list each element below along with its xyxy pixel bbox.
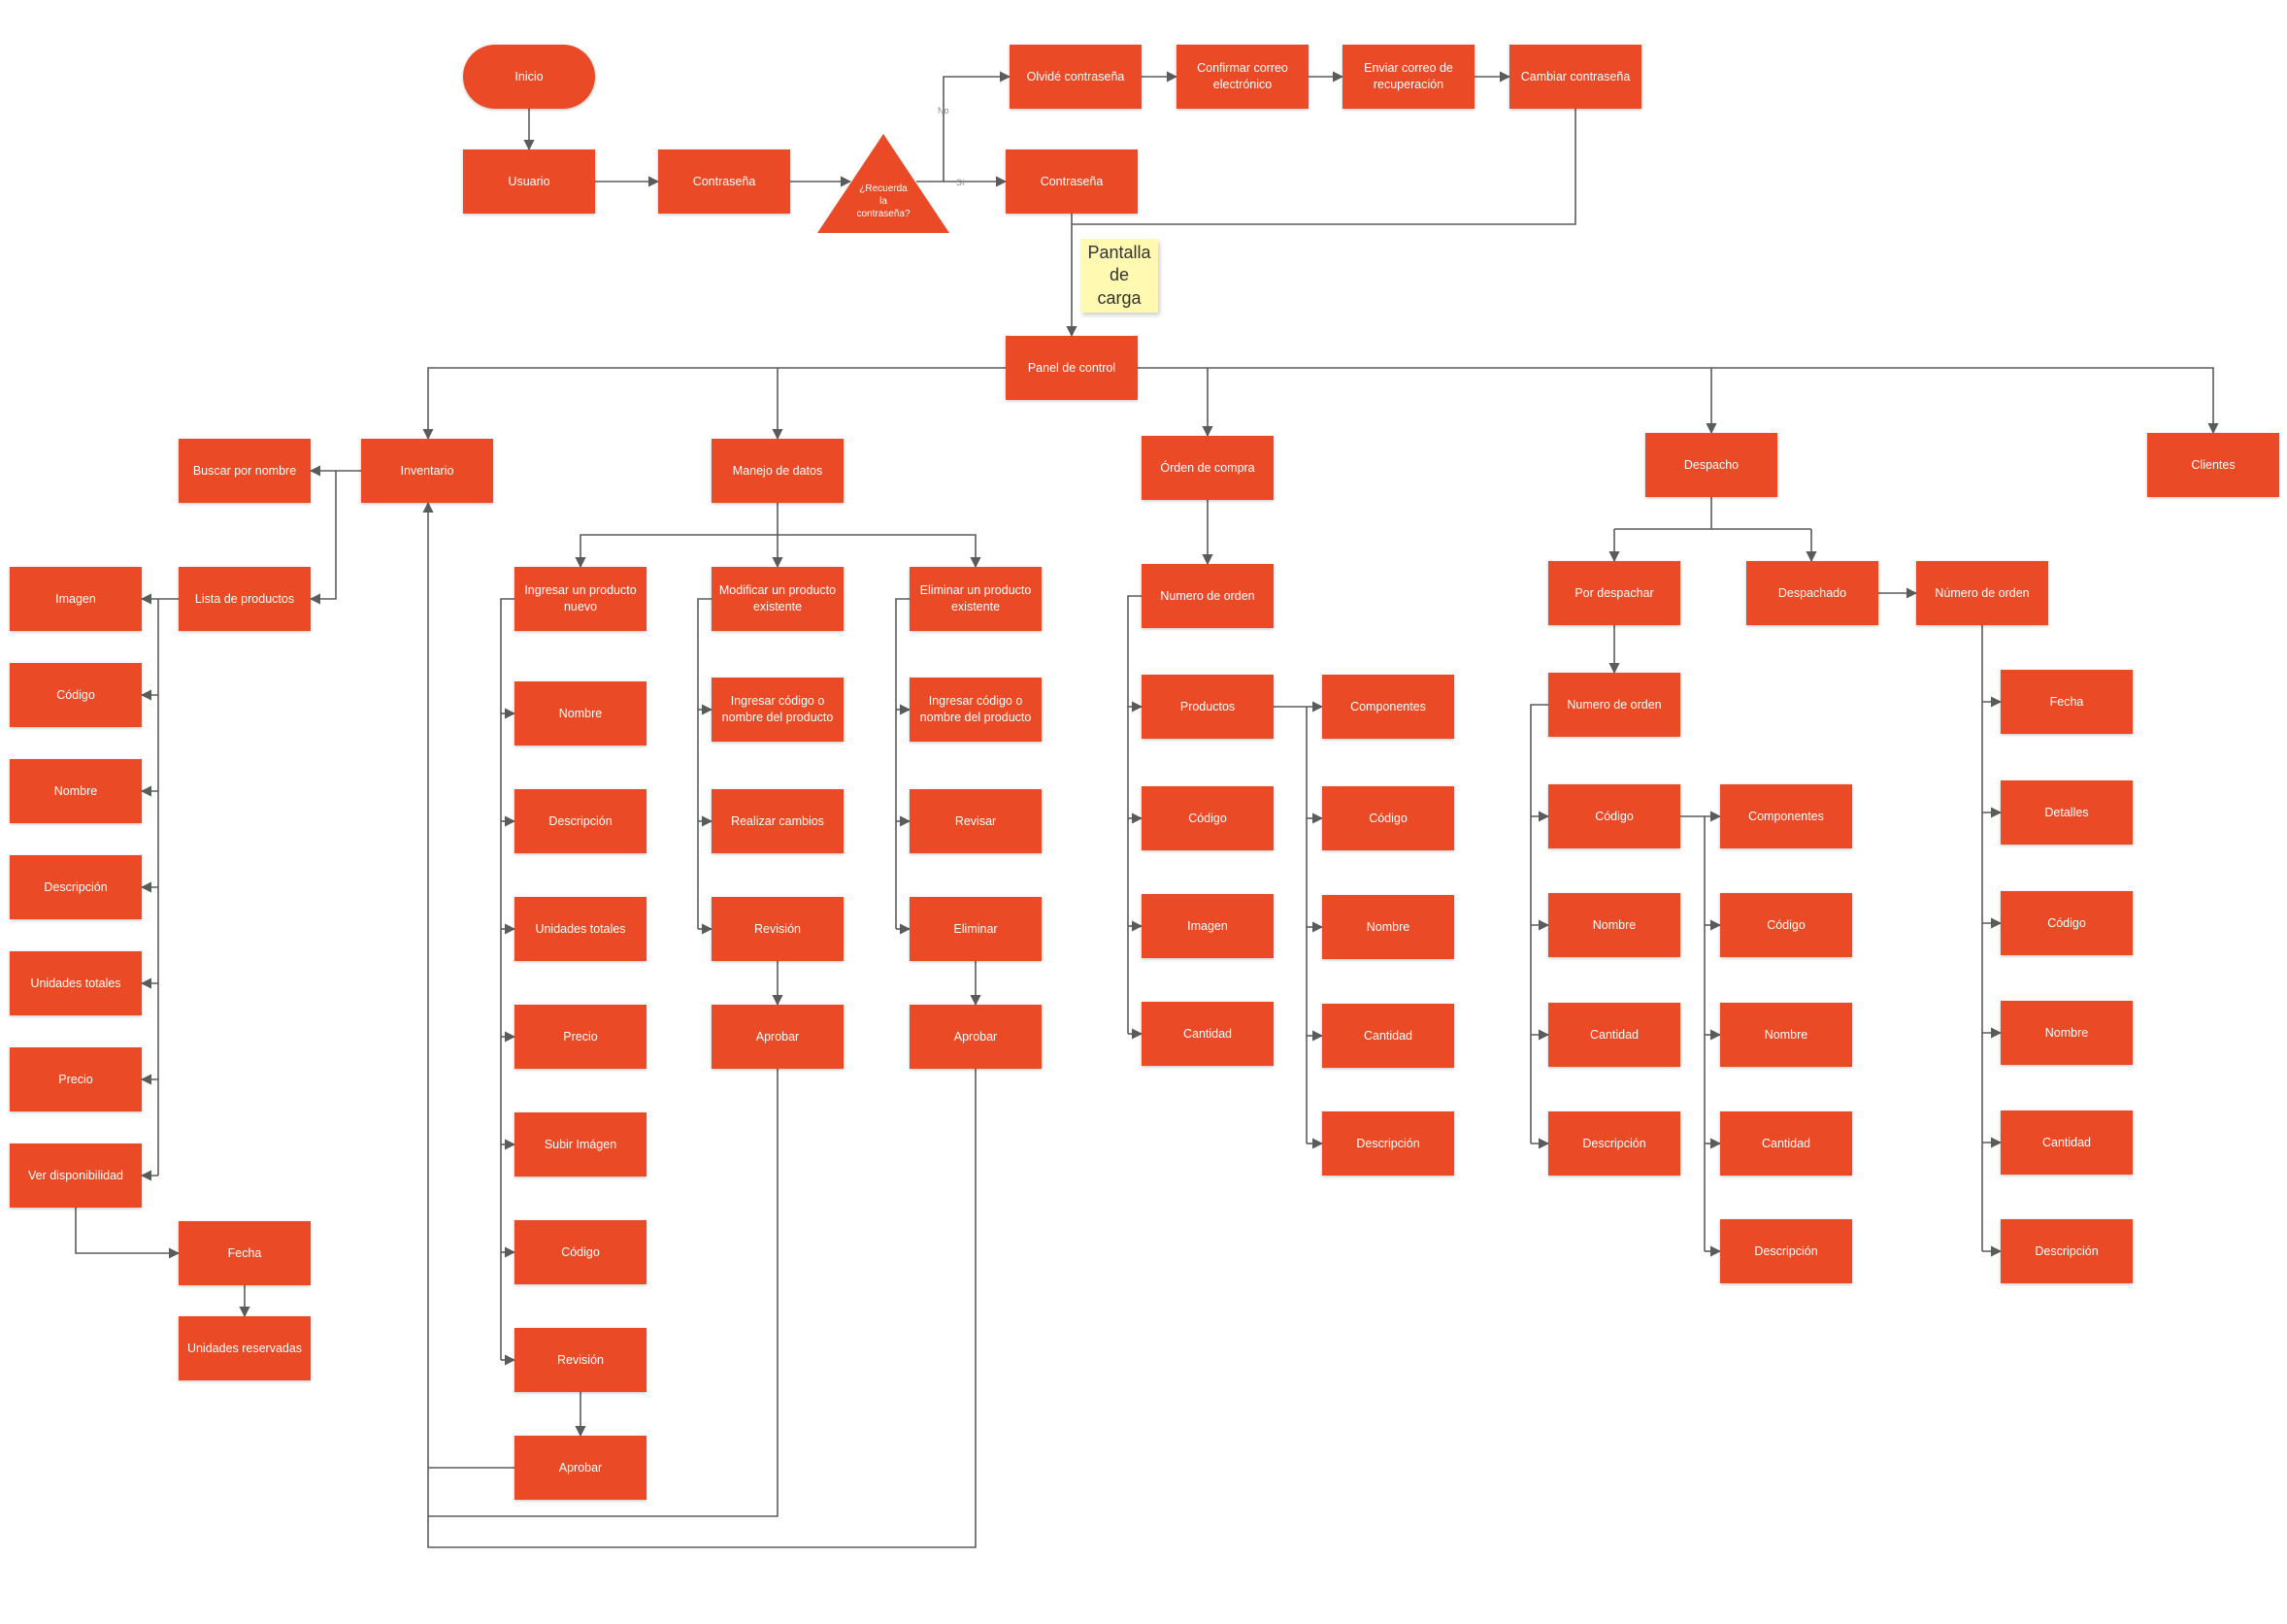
edge-pd-trunk [1530, 704, 1548, 1143]
pd-numero-orden-box[interactable]: Numero de orden [1548, 673, 1680, 737]
ing-descripcion-box[interactable]: Descripción [514, 789, 646, 853]
edge-ing-trunk [500, 598, 514, 1360]
eli-aprobar-box[interactable]: Aprobar [910, 1005, 1042, 1069]
inv-fecha-box[interactable]: Fecha [179, 1221, 311, 1285]
triangle-shape [817, 134, 949, 233]
mod-realizar-cambios-box[interactable]: Realizar cambios [712, 789, 844, 853]
mod-ingresar-codigo-box[interactable]: Ingresar código o nombre del producto [712, 678, 844, 742]
lista-productos-box[interactable]: Lista de productos [179, 567, 311, 631]
ing-unidades-box[interactable]: Unidades totales [514, 897, 646, 961]
pd-comp-nombre-box[interactable]: Nombre [1720, 1003, 1852, 1067]
despachado-box[interactable]: Despachado [1746, 561, 1878, 625]
ingresar-nuevo-box[interactable]: Ingresar un producto nuevo [514, 567, 646, 631]
mod-revision-box[interactable]: Revisión [712, 897, 844, 961]
pd-comp-codigo-box[interactable]: Código [1720, 893, 1852, 957]
oc-imagen-box[interactable]: Imagen [1142, 894, 1274, 958]
edge-inventario-lista [309, 471, 337, 605]
edge-eli-trunk [895, 598, 910, 929]
ing-revision-box[interactable]: Revisión [514, 1328, 646, 1392]
olvide-contrasena-box[interactable]: Olvidé contraseña [1010, 45, 1142, 109]
edge-manejo-ingresar [575, 534, 778, 569]
oc-cantidad-box[interactable]: Cantidad [1142, 1002, 1274, 1066]
pd-descripcion-box[interactable]: Descripción [1548, 1111, 1680, 1176]
contrasena-ok-box[interactable]: Contraseña [1006, 149, 1138, 214]
start-terminal[interactable]: Inicio [463, 45, 595, 109]
eli-revisar-box[interactable]: Revisar [910, 789, 1042, 853]
edge-manejo-eliminar [778, 534, 981, 569]
enviar-correo-box[interactable]: Enviar correo de recuperación [1342, 45, 1475, 109]
edge-ver-fecha [75, 1208, 181, 1259]
inv-unidades-reservadas-box[interactable]: Unidades reservadas [179, 1316, 311, 1380]
oc-productos-box[interactable]: Productos [1142, 675, 1274, 739]
oc-comp-nombre-box[interactable]: Nombre [1322, 895, 1454, 959]
decision-label: ¿Recuerda la contraseña? [856, 182, 911, 219]
edge-oc-trunk [1127, 595, 1142, 1034]
edge-cambiar-return [1072, 109, 1576, 225]
pd-cantidad-box[interactable]: Cantidad [1548, 1003, 1680, 1067]
clientes-box[interactable]: Clientes [2147, 433, 2279, 497]
oc-componentes-box[interactable]: Componentes [1322, 675, 1454, 739]
pd-comp-cantidad-box[interactable]: Cantidad [1720, 1111, 1852, 1176]
oc-comp-descripcion-box[interactable]: Descripción [1322, 1111, 1454, 1176]
oc-codigo-box[interactable]: Código [1142, 786, 1274, 850]
dd-descripcion-box[interactable]: Descripción [2001, 1219, 2133, 1283]
inv-nombre-box[interactable]: Nombre [10, 759, 142, 823]
edge-panel-clientes [1138, 367, 2219, 435]
edge-decision-no [916, 71, 1011, 182]
edge-eli-aprobar-return [422, 501, 977, 1548]
pd-nombre-box[interactable]: Nombre [1548, 893, 1680, 957]
manejo-datos-box[interactable]: Manejo de datos [712, 439, 844, 503]
inv-codigo-box[interactable]: Código [10, 663, 142, 727]
ing-nombre-box[interactable]: Nombre [514, 681, 646, 746]
cambiar-contrasena-box[interactable]: Cambiar contraseña [1509, 45, 1641, 109]
panel-control-box[interactable]: Panel de control [1006, 336, 1138, 400]
edge-mod-trunk [697, 598, 712, 929]
mod-aprobar-box[interactable]: Aprobar [712, 1005, 844, 1069]
ing-subir-imagen-box[interactable]: Subir Imágen [514, 1112, 646, 1177]
inv-precio-box[interactable]: Precio [10, 1047, 142, 1111]
dd-fecha-box[interactable]: Fecha [2001, 670, 2133, 734]
dd-codigo-box[interactable]: Código [2001, 891, 2133, 955]
oc-comp-codigo-box[interactable]: Código [1322, 786, 1454, 850]
dd-nombre-box[interactable]: Nombre [2001, 1001, 2133, 1065]
edge-mod-aprobar-return [428, 1069, 779, 1517]
edge-label-si: Sí [956, 178, 965, 187]
connector-lines [75, 71, 2219, 1548]
eli-eliminar-box[interactable]: Eliminar [910, 897, 1042, 961]
inv-ver-disponibilidad-box[interactable]: Ver disponibilidad [10, 1143, 142, 1208]
pd-componentes-box[interactable]: Componentes [1720, 784, 1852, 848]
confirmar-correo-box[interactable]: Confirmar correo electrónico [1177, 45, 1309, 109]
orden-compra-box[interactable]: Órden de compra [1142, 436, 1274, 500]
inv-descripcion-box[interactable]: Descripción [10, 855, 142, 919]
usuario-box[interactable]: Usuario [463, 149, 595, 214]
inv-unidades-box[interactable]: Unidades totales [10, 951, 142, 1015]
modificar-existente-box[interactable]: Modificar un producto existente [712, 567, 844, 631]
ing-codigo-box[interactable]: Código [514, 1220, 646, 1284]
eliminar-existente-box[interactable]: Eliminar un producto existente [910, 567, 1042, 631]
dd-numero-orden-box[interactable]: Número de orden [1916, 561, 2048, 625]
eli-ingresar-codigo-box[interactable]: Ingresar código o nombre del producto [910, 678, 1042, 742]
pantalla-carga-note: Pantalla de carga [1080, 239, 1158, 313]
por-despachar-box[interactable]: Por despachar [1548, 561, 1680, 625]
ing-precio-box[interactable]: Precio [514, 1005, 646, 1069]
oc-numero-orden-box[interactable]: Numero de orden [1142, 564, 1274, 628]
buscar-nombre-box[interactable]: Buscar por nombre [179, 439, 311, 503]
dd-detalles-box[interactable]: Detalles [2001, 780, 2133, 845]
dd-cantidad-box[interactable]: Cantidad [2001, 1110, 2133, 1175]
contrasena-box[interactable]: Contraseña [658, 149, 790, 214]
despacho-box[interactable]: Despacho [1645, 433, 1777, 497]
oc-comp-cantidad-box[interactable]: Cantidad [1322, 1004, 1454, 1068]
pd-codigo-box[interactable]: Código [1548, 784, 1680, 848]
ing-aprobar-box[interactable]: Aprobar [514, 1436, 646, 1500]
inv-imagen-box[interactable]: Imagen [10, 567, 142, 631]
edge-label-no: No [938, 106, 949, 116]
recuerda-decision[interactable]: ¿Recuerda la contraseña? [817, 134, 949, 233]
inventario-box[interactable]: Inventario [361, 439, 493, 503]
pd-comp-descripcion-box[interactable]: Descripción [1720, 1219, 1852, 1283]
edge-panel-inventario [422, 367, 1006, 441]
